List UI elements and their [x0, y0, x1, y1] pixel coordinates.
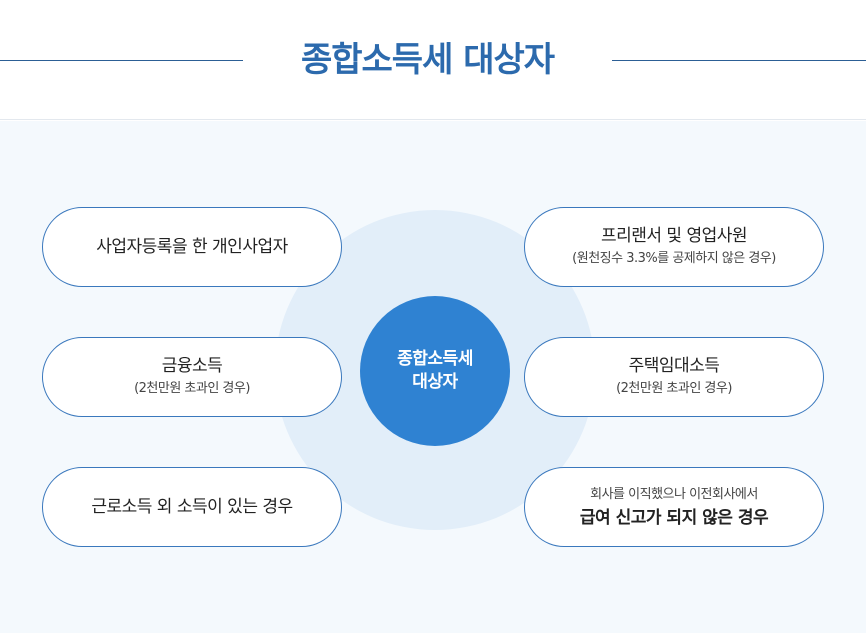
item-job-change: 회사를 이직했으나 이전회사에서 급여 신고가 되지 않은 경우	[524, 467, 824, 547]
center-node: 종합소득세 대상자	[360, 296, 510, 446]
item-label: 사업자등록을 한 개인사업자	[96, 237, 288, 257]
item-freelancer: 프리랜서 및 영업사원 (원천징수 3.3%를 공제하지 않은 경우)	[524, 207, 824, 287]
item-label: 급여 신고가 되지 않은 경우	[579, 508, 769, 528]
item-note: 회사를 이직했으나 이전회사에서	[590, 487, 758, 502]
item-note: (원천징수 3.3%를 공제하지 않은 경우)	[572, 251, 776, 266]
item-label: 근로소득 외 소득이 있는 경우	[91, 497, 293, 517]
item-business-owner: 사업자등록을 한 개인사업자	[42, 207, 342, 287]
center-label-line2: 대상자	[412, 372, 458, 392]
item-note: (2천만원 초과인 경우)	[616, 381, 732, 396]
item-other-income: 근로소득 외 소득이 있는 경우	[42, 467, 342, 547]
center-label-line1: 종합소득세	[397, 349, 473, 369]
item-rental-income: 주택임대소득 (2천만원 초과인 경우)	[524, 337, 824, 417]
header-rule-right	[612, 60, 866, 61]
item-label: 프리랜서 및 영업사원	[600, 226, 748, 246]
item-label: 주택임대소득	[628, 356, 720, 376]
header: 종합소득세 대상자	[0, 0, 866, 120]
page-title: 종합소득세 대상자	[300, 40, 555, 80]
header-rule-left	[0, 60, 243, 61]
item-financial-income: 금융소득 (2천만원 초과인 경우)	[42, 337, 342, 417]
item-note: (2천만원 초과인 경우)	[134, 381, 250, 396]
item-label: 금융소득	[161, 356, 223, 376]
